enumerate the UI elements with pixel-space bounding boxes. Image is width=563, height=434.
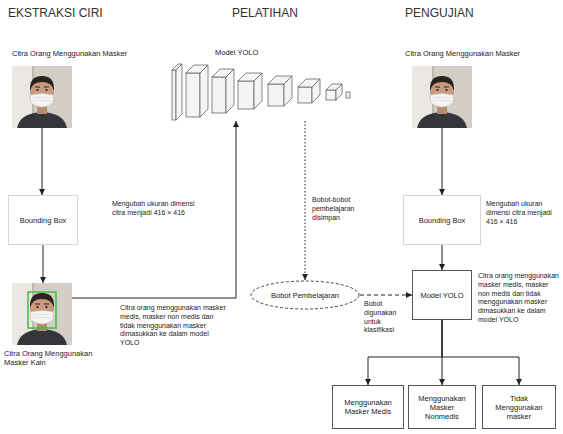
connector-arrow <box>442 245 443 270</box>
note-text: Citra orang menggunakan masker medis, ma… <box>120 304 228 348</box>
note-text: Citra orang menggunakan masker medis, ma… <box>478 272 560 325</box>
node-heading: Citra Orang Menggunakan Masker <box>12 49 127 58</box>
node-text: Menggunakan Masker Medis <box>336 398 400 416</box>
process-box: Bounding Box <box>8 195 78 245</box>
output-box: Tidak Menggunakan masker <box>482 385 556 429</box>
edge-label: Bobot digunakan untuk klasifikasi <box>364 300 410 335</box>
node-text: Bobot Pembelajaran <box>271 291 339 300</box>
connector-arrow <box>43 245 44 283</box>
detection-box <box>28 292 56 328</box>
person-photo <box>412 66 472 128</box>
storage-ellipse: Bobot Pembelajaran <box>250 280 360 310</box>
connector-arrow <box>72 121 236 298</box>
ellipse-shape <box>251 281 359 309</box>
note-text: Mengubah ukuran dimensi citra menjadi 41… <box>486 200 558 226</box>
node-heading: Citra Orang Menggunakan Masker Kain <box>4 349 116 367</box>
node-text: Bounding Box <box>20 216 67 225</box>
edge-label: Bobot-bobot pembelajaran disimpan <box>312 196 374 222</box>
connector-arrow <box>442 320 519 385</box>
column-heading: PENGUJIAN <box>405 6 555 20</box>
person-photo <box>12 66 72 128</box>
output-box: Menggunakan Masker Medis <box>332 385 404 429</box>
connector-arrow <box>360 295 412 296</box>
node-text: Menggunakan Masker Nonmedis <box>412 394 472 421</box>
photo-node: Citra Orang Menggunakan Masker <box>412 66 472 128</box>
yolo-network-figure <box>172 64 350 120</box>
process-box: Bounding Box <box>403 195 481 245</box>
process-box: Model YOLO <box>412 270 472 320</box>
node-heading: Citra Orang Menggunakan Masker <box>405 49 520 58</box>
connector-arrow <box>442 128 443 195</box>
note-text: Mengubah ukuran dimensi citra menjadi 41… <box>112 200 204 218</box>
output-box: Menggunakan Masker Nonmedis <box>408 385 476 429</box>
node-text: Tidak Menggunakan masker <box>486 394 552 421</box>
photo-node: Citra Orang Menggunakan Masker Kain <box>12 283 72 345</box>
node-heading: Model YOLO <box>215 48 258 57</box>
photo-node: Citra Orang Menggunakan Masker <box>12 66 72 128</box>
node-text: Model YOLO <box>420 291 463 300</box>
column-heading: EKSTRAKSI CIRI <box>8 6 158 20</box>
network-node: Model YOLO <box>170 62 355 121</box>
connector-arrow <box>42 128 43 195</box>
node-text: Bounding Box <box>419 216 466 225</box>
person-photo <box>12 283 72 345</box>
connector-arrow <box>305 121 306 280</box>
column-heading: PELATIHAN <box>232 6 362 20</box>
